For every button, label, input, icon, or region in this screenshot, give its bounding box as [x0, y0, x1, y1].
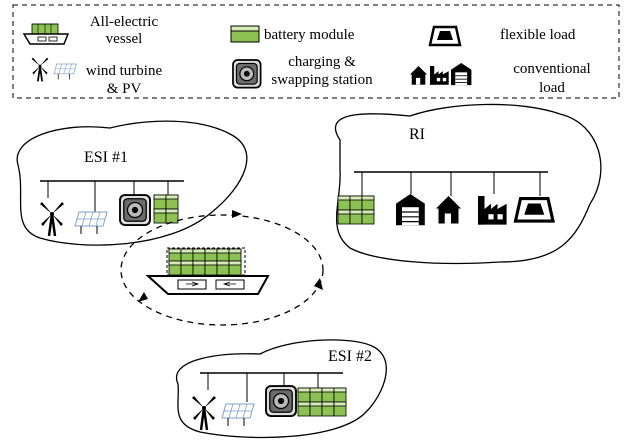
- esi1-island: ESI #1: [16, 120, 248, 246]
- esi1-label: ESI #1: [84, 149, 128, 166]
- wind-pv-label-line2: & PV: [107, 81, 142, 97]
- legend: All-electric vessel battery module flexi…: [12, 4, 620, 99]
- ri-flexible-load: [513, 196, 555, 223]
- legend-border: [12, 4, 620, 99]
- ri-label: RI: [409, 126, 425, 143]
- esi2-island: ESI #2: [175, 339, 387, 439]
- vessel-label-line1: All-electric: [90, 14, 159, 30]
- ri-boundary: [334, 103, 602, 265]
- flexible-load-legend-icon: [428, 25, 462, 47]
- flexible-load-label: flexible load: [500, 27, 576, 43]
- esi1-boundary: [16, 120, 248, 246]
- wind-pv-legend-icon: [30, 56, 77, 83]
- route-arrow-left: [138, 292, 148, 302]
- station-legend-icon: [232, 59, 262, 89]
- ri-island: RI: [334, 103, 602, 265]
- ri-battery-modules: [337, 195, 375, 225]
- esi2-station: [265, 385, 297, 417]
- route-loop: [120, 214, 324, 326]
- conventional-label-line1: conventional: [513, 61, 590, 77]
- station-label-line1: charging &: [288, 54, 356, 70]
- esi1-station: [119, 194, 151, 226]
- vessel-route: [120, 210, 324, 326]
- route-arrow-down: [314, 278, 323, 290]
- all-electric-vessel: [145, 247, 270, 295]
- conventional-label-line2: load: [539, 80, 565, 96]
- route-arrow-right: [232, 210, 242, 218]
- esi1-battery-modules: [153, 194, 179, 224]
- conventional-load-legend-icon: [410, 62, 472, 86]
- vessel-legend-icon: [22, 23, 70, 45]
- wind-pv-label-line1: wind turbine: [86, 63, 163, 79]
- station-label-line2: swapping station: [271, 72, 373, 88]
- esi2-label: ESI #2: [328, 348, 372, 365]
- battery-label: battery module: [264, 27, 355, 43]
- vessel-label-line2: vessel: [106, 31, 143, 47]
- esi2-battery-modules: [297, 387, 347, 417]
- battery-legend-icon: [230, 25, 260, 43]
